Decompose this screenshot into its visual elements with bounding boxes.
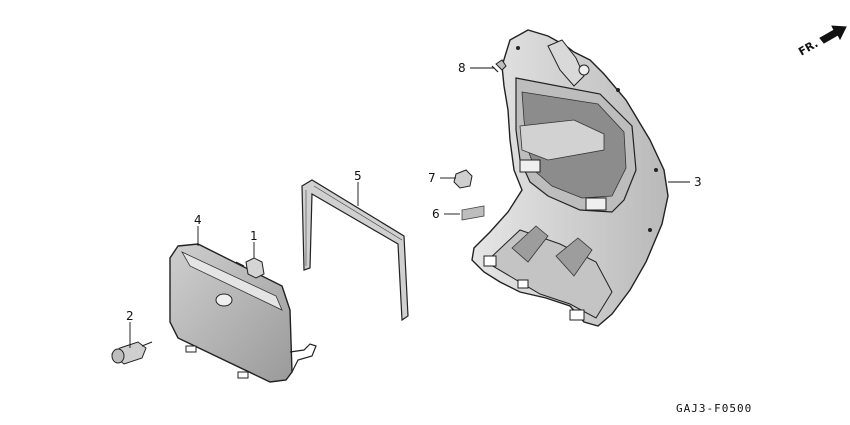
part-4-lid bbox=[169, 243, 317, 383]
callout-3: 3 bbox=[694, 175, 702, 189]
callout-7: 7 bbox=[428, 171, 436, 185]
front-direction-indicator: FR. bbox=[796, 25, 847, 58]
callout-5: 5 bbox=[354, 169, 362, 183]
callout-2: 2 bbox=[126, 309, 134, 323]
callout-4: 4 bbox=[194, 213, 202, 227]
part-3-inner-cover bbox=[471, 29, 669, 327]
front-direction-arrow-icon bbox=[819, 25, 847, 44]
part-7-nut bbox=[453, 169, 473, 189]
part-6-label-sticker bbox=[461, 205, 485, 221]
drawing-code: GAJ3-F0500 bbox=[676, 402, 752, 415]
front-direction-label: FR. bbox=[796, 37, 820, 58]
part-1-latch-clip bbox=[235, 257, 265, 279]
callout-6: 6 bbox=[432, 207, 440, 221]
callout-1: 1 bbox=[250, 229, 258, 243]
callout-8: 8 bbox=[458, 61, 466, 75]
leader-lines bbox=[129, 67, 690, 348]
part-2-lock-cylinder bbox=[111, 341, 153, 365]
part-8-screw bbox=[491, 59, 507, 73]
part-5-seal-strip bbox=[301, 179, 409, 322]
